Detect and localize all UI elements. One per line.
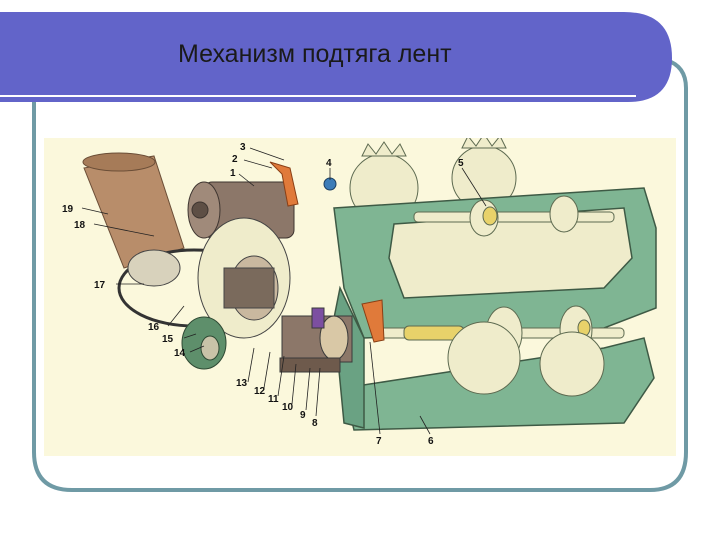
- leader-6: [419, 415, 431, 435]
- callout-19: 19: [62, 204, 74, 215]
- leader-9: [305, 367, 311, 411]
- gear-stack: [223, 267, 275, 309]
- callout-4: 4: [326, 158, 332, 169]
- leader-13: [247, 347, 255, 383]
- callout-12: 12: [254, 386, 266, 397]
- upper-roller-right: [549, 195, 579, 233]
- leader-19: [81, 207, 109, 215]
- housing-top-cutout: [388, 207, 633, 299]
- leader-5: [461, 167, 487, 207]
- green-gear-hub: [200, 335, 220, 361]
- leader-3: [249, 147, 285, 161]
- motor-shaft-end: [191, 201, 209, 219]
- leader-2: [243, 159, 273, 169]
- leader-12: [263, 351, 271, 389]
- callout-17: 17: [94, 280, 106, 291]
- leader-1: [238, 173, 255, 187]
- callout-14: 14: [174, 348, 186, 359]
- callout-leaders: [81, 147, 487, 435]
- mechanism-diagram: 1 2 3 4 5 6 7 8 9 10 11 12 13 14 15 16 1…: [44, 138, 676, 456]
- callout-7: 7: [376, 436, 382, 447]
- sprocket-teeth-top-right: [461, 138, 507, 149]
- belt-drive: [117, 217, 291, 339]
- leader-14: [189, 345, 205, 353]
- callout-13: 13: [236, 378, 248, 389]
- frame-border: [32, 58, 688, 492]
- callout-2: 2: [232, 154, 238, 165]
- callout-6: 6: [428, 436, 434, 447]
- leader-15: [183, 333, 197, 339]
- callout-18: 18: [74, 220, 86, 231]
- callout-8: 8: [312, 418, 318, 429]
- feed-cone-rim: [82, 152, 156, 172]
- lever-upper: [269, 161, 299, 207]
- green-gear: [181, 316, 227, 370]
- page-title: Механизм подтяга лент: [178, 40, 452, 68]
- small-pulley: [127, 249, 181, 287]
- title-band-shape: [0, 12, 672, 102]
- callout-labels: 1 2 3 4 5 6 7 8 9 10 11 12 13 14 15 16 1…: [62, 142, 464, 447]
- callout-10: 10: [282, 402, 294, 413]
- sprocket-wheel-bottom-right: [539, 331, 605, 397]
- leader-8: [315, 367, 321, 417]
- title-band: [0, 12, 672, 102]
- clutch-purple-part: [311, 307, 325, 329]
- leader-16: [167, 305, 185, 327]
- leader-18: [93, 223, 155, 237]
- internal-rollers: [373, 195, 625, 397]
- callout-3: 3: [240, 142, 246, 153]
- leader-7: [369, 341, 381, 435]
- callout-16: 16: [148, 322, 160, 333]
- leader-11: [277, 355, 285, 397]
- upper-shaft-collar: [482, 206, 498, 226]
- callout-11: 11: [268, 394, 279, 405]
- clutch-assembly: [279, 307, 353, 373]
- leader-10: [291, 363, 297, 405]
- sprocket-teeth-top-left: [361, 141, 407, 157]
- callout-15: 15: [162, 334, 174, 345]
- callout-5: 5: [458, 158, 464, 169]
- callout-9: 9: [300, 410, 306, 421]
- sprocket-wheel-bottom: [447, 321, 521, 395]
- lever-lower: [361, 299, 385, 343]
- callout-1: 1: [230, 168, 236, 179]
- upper-shaft: [413, 211, 615, 223]
